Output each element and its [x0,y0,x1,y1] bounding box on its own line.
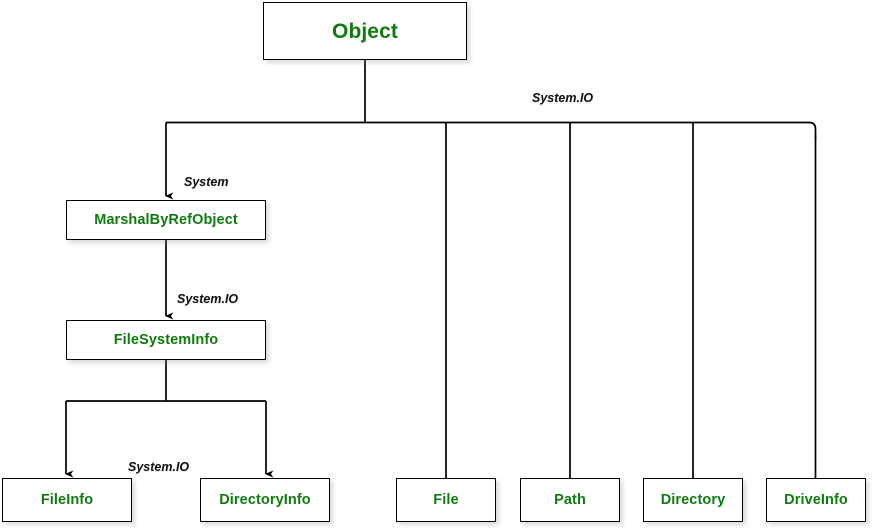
node-fileinfo[interactable]: FileInfo [2,478,132,522]
edge-label-system: System [184,175,229,189]
node-fileinfo-label: FileInfo [40,491,94,508]
connector-bus [166,121,817,140]
node-directory[interactable]: Directory [643,478,743,522]
edge-label-system-io-filesysteminfo: System.IO [177,292,239,306]
node-marshalbyrefobject[interactable]: MarshalByRefObject [66,200,266,240]
node-path[interactable]: Path [520,478,620,522]
node-path-label: Path [554,491,586,508]
node-object[interactable]: Object [263,2,467,60]
node-marshalbyrefobject-label: MarshalByRefObject [94,211,238,228]
node-driveinfo-label: DriveInfo [784,491,848,508]
edge-label-system-io-top: System.IO [532,91,594,105]
node-directoryinfo-label: DirectoryInfo [219,491,311,508]
node-directoryinfo[interactable]: DirectoryInfo [200,478,330,522]
node-filesysteminfo-label: FileSystemInfo [113,331,219,348]
node-file-label: File [433,491,459,508]
node-driveinfo[interactable]: DriveInfo [766,478,866,522]
node-file[interactable]: File [396,478,496,522]
edge-label-system-io-bottom: System.IO [128,460,190,474]
node-directory-label: Directory [660,491,726,508]
node-object-label: Object [332,19,398,43]
node-filesysteminfo[interactable]: FileSystemInfo [66,320,266,360]
